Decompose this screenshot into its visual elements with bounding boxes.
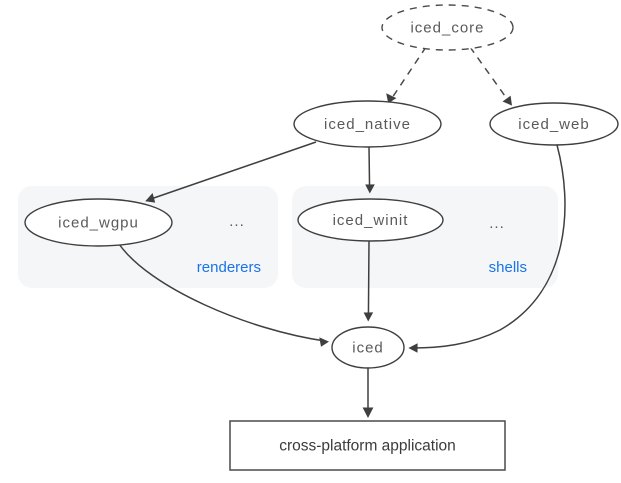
edge-winit-to-iced: [363, 240, 374, 322]
edge-native-to-wgpu: [145, 141, 317, 203]
edge-iced-to-app: [362, 368, 374, 418]
edge-native-to-winit: [365, 146, 375, 194]
application-box-label: cross-platform application: [279, 438, 456, 455]
iced-native-label: iced_native: [324, 116, 411, 133]
cluster-renderers-label: renderers: [197, 259, 261, 276]
iced-ellipse[interactable]: [331, 326, 405, 369]
edge-core-to-native: [386, 46, 427, 104]
iced-winit-label: iced_winit: [333, 212, 409, 229]
iced-native-ellipse[interactable]: [293, 100, 442, 148]
shells-ellipsis-marker: ...: [489, 215, 505, 232]
cluster-shells-label: shells: [489, 259, 527, 276]
edge-wgpu-to-iced: [118, 243, 329, 347]
node-iced-wgpu[interactable]: iced_wgpu: [24, 198, 173, 247]
iced-winit-ellipse[interactable]: [297, 198, 444, 242]
iced-web-label: iced_web: [518, 116, 589, 133]
node-iced-core[interactable]: iced_core: [381, 4, 514, 51]
iced-wgpu-ellipse[interactable]: [24, 198, 173, 247]
iced-wgpu-label: iced_wgpu: [58, 214, 139, 231]
renderers-ellipsis-marker: ...: [229, 213, 245, 230]
node-cross-platform-application[interactable]: cross-platform application: [229, 420, 506, 471]
edge-core-to-web: [469, 46, 512, 106]
iced-label: iced: [352, 339, 384, 356]
iced-web-ellipse[interactable]: [489, 102, 619, 146]
node-iced-winit[interactable]: iced_winit: [297, 198, 444, 242]
iced-core-label: iced_core: [410, 19, 484, 36]
node-iced-web[interactable]: iced_web: [489, 102, 619, 146]
iced-core-ellipse[interactable]: [381, 4, 514, 51]
node-iced-native[interactable]: iced_native: [293, 100, 442, 148]
application-box[interactable]: [229, 420, 506, 471]
edge-web-to-iced: [408, 144, 566, 353]
node-iced[interactable]: iced: [331, 326, 405, 369]
